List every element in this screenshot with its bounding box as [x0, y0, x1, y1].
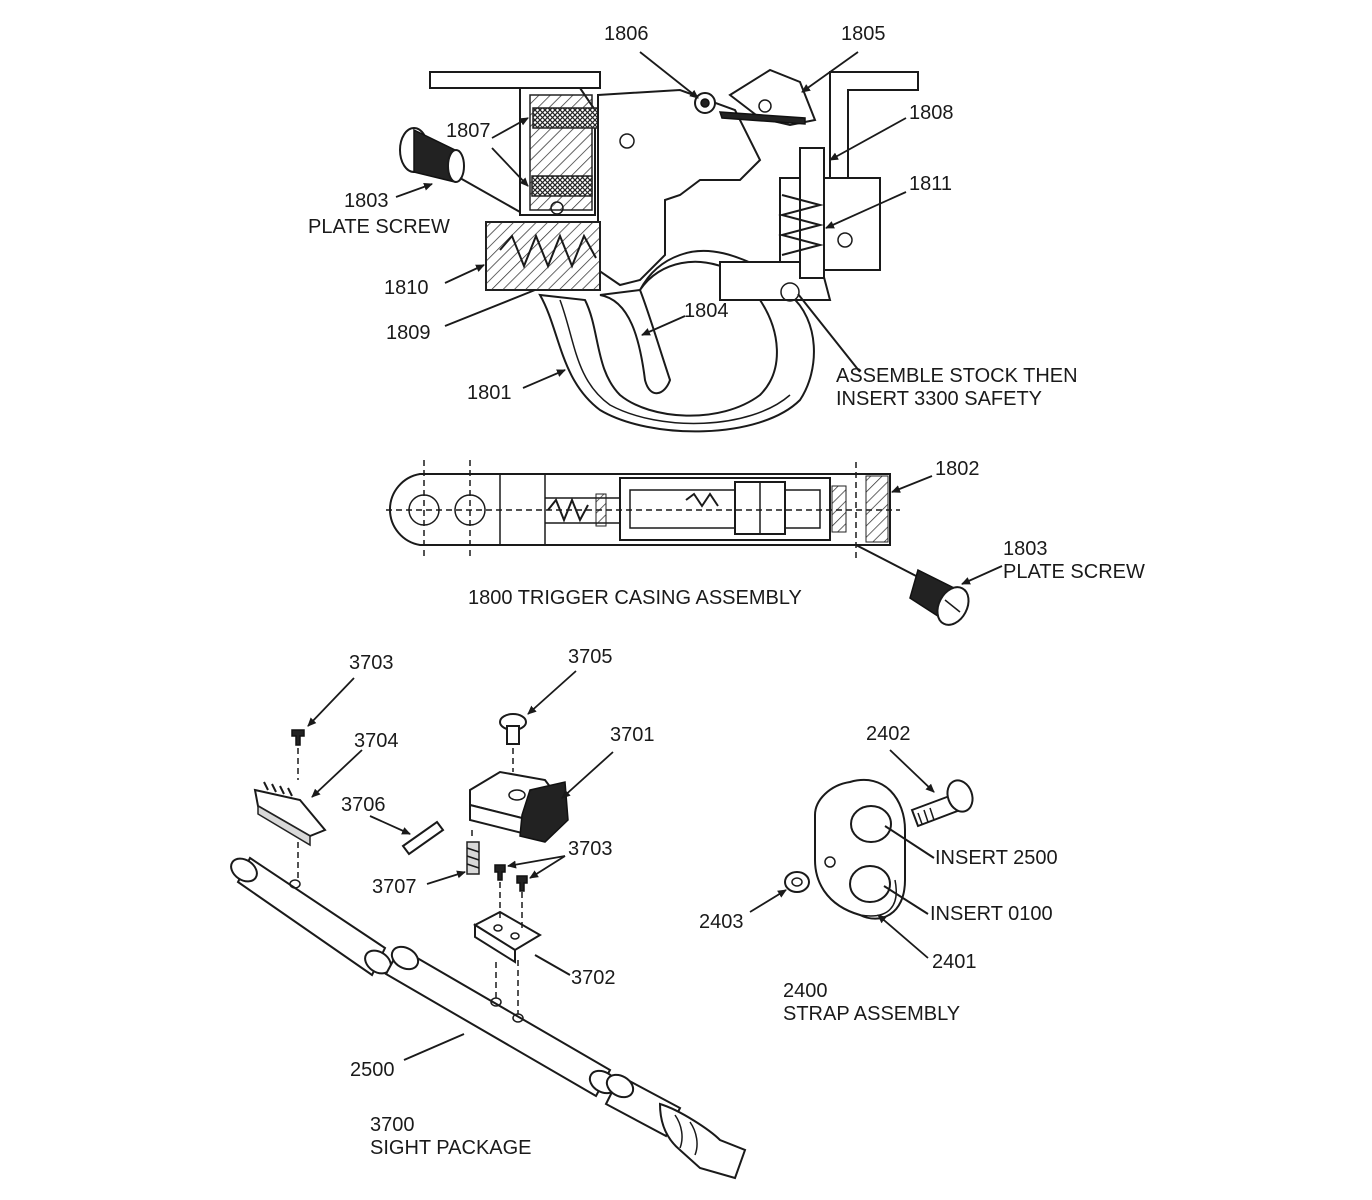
label-plate-screw-a: PLATE SCREW [308, 216, 450, 238]
label-2402: 2402 [866, 723, 911, 745]
label-insert-2500: INSERT 2500 [935, 847, 1058, 869]
label-1811: 1811 [909, 173, 952, 195]
label-3703-b: 3703 [568, 838, 613, 860]
label-3703-a: 3703 [349, 652, 394, 674]
label-strap-title: STRAP ASSEMBLY [783, 1003, 960, 1025]
label-sight-num: 3700 [370, 1114, 415, 1136]
label-3702: 3702 [571, 967, 616, 989]
label-1808: 1808 [909, 102, 954, 124]
pin-1807-upper [532, 107, 600, 129]
label-1802: 1802 [935, 458, 980, 480]
label-2403: 2403 [699, 911, 744, 933]
label-2500: 2500 [350, 1059, 395, 1081]
label-plate-screw-b: PLATE SCREW [1003, 561, 1145, 583]
label-1807: 1807 [446, 120, 491, 142]
plate-screw-1803-a [399, 127, 465, 183]
strap-assembly [784, 779, 974, 920]
pin-1807-lower [531, 175, 593, 197]
label-1803-b: 1803 [1003, 538, 1048, 560]
trigger-mechanism [399, 68, 919, 433]
label-3705: 3705 [568, 646, 613, 668]
label-1806: 1806 [604, 23, 649, 45]
label-casing-title: 1800 TRIGGER CASING ASSEMBLY [468, 587, 802, 609]
label-1810: 1810 [384, 277, 429, 299]
label-assemble-2: INSERT 3300 SAFETY [836, 388, 1042, 410]
label-2401: 2401 [932, 951, 977, 973]
label-1801: 1801 [467, 382, 512, 404]
label-1804: 1804 [684, 300, 729, 322]
label-3706: 3706 [341, 794, 386, 816]
label-1809: 1809 [386, 322, 431, 344]
plate-screw-1803-b [909, 568, 970, 626]
label-3704: 3704 [354, 730, 399, 752]
label-3701: 3701 [610, 724, 655, 746]
label-insert-0100: INSERT 0100 [930, 903, 1053, 925]
label-strap-num: 2400 [783, 980, 828, 1002]
label-assemble-1: ASSEMBLE STOCK THEN [836, 365, 1078, 387]
sight-package [230, 713, 747, 1180]
label-sight-title: SIGHT PACKAGE [370, 1137, 532, 1159]
label-1803-a: 1803 [344, 190, 389, 212]
label-1805: 1805 [841, 23, 886, 45]
label-3707: 3707 [372, 876, 417, 898]
